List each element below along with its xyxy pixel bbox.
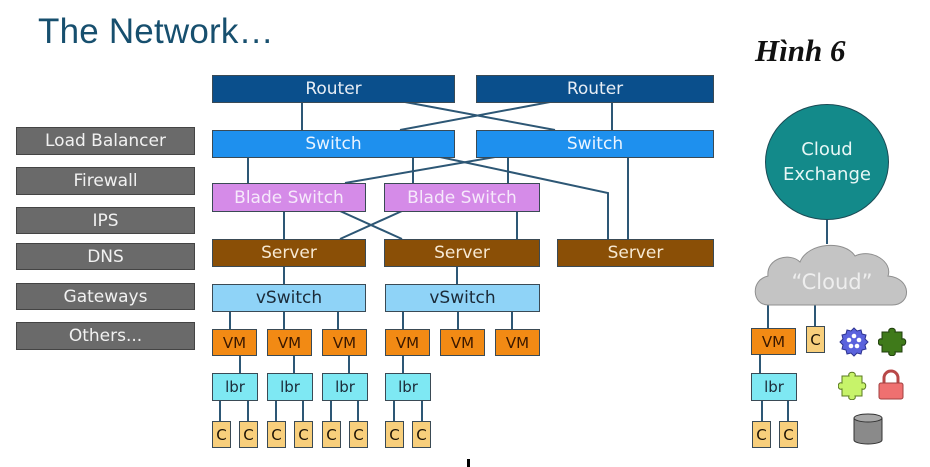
container: C bbox=[385, 421, 404, 448]
service-ips: IPS bbox=[16, 207, 195, 234]
vm: VM bbox=[440, 329, 485, 356]
router-1: Router bbox=[212, 75, 455, 103]
text-cursor-mark bbox=[467, 459, 470, 467]
link bbox=[439, 156, 609, 239]
server-2: Server bbox=[384, 239, 540, 267]
service-dns: DNS bbox=[16, 243, 195, 270]
cloud-lbr: lbr bbox=[751, 373, 797, 401]
vm: VM bbox=[385, 329, 430, 356]
service-firewall: Firewall bbox=[16, 167, 195, 195]
padlock-icon bbox=[878, 369, 904, 400]
cloud-container: C bbox=[806, 326, 825, 353]
service-others: Others... bbox=[16, 322, 195, 350]
link bbox=[399, 101, 551, 131]
switch-1: Switch bbox=[212, 130, 455, 158]
cloud-label: “Cloud” bbox=[791, 270, 873, 294]
vm: VM bbox=[212, 329, 257, 356]
container: C bbox=[294, 421, 313, 448]
cloud-container: C bbox=[779, 421, 798, 448]
service-gateways: Gateways bbox=[16, 283, 195, 310]
service-load-balancer: Load Balancer bbox=[16, 127, 195, 155]
database-cylinder-icon bbox=[853, 413, 883, 445]
container: C bbox=[322, 421, 341, 448]
vswitch-1: vSwitch bbox=[212, 284, 366, 312]
container: C bbox=[267, 421, 286, 448]
vm: VM bbox=[322, 329, 367, 356]
container: C bbox=[349, 421, 368, 448]
lbr: lbr bbox=[322, 373, 368, 401]
lbr: lbr bbox=[267, 373, 313, 401]
cloud-container: C bbox=[752, 421, 771, 448]
cloud-shape bbox=[754, 244, 907, 306]
switch-2: Switch bbox=[476, 130, 714, 158]
gear-icon bbox=[839, 327, 869, 357]
vswitch-2: vSwitch bbox=[385, 284, 540, 312]
slide-title: The Network… bbox=[38, 12, 274, 51]
cloud-exchange-line2: Exchange bbox=[783, 164, 871, 185]
blade-switch-1: Blade Switch bbox=[212, 183, 366, 212]
container: C bbox=[239, 421, 258, 448]
container: C bbox=[212, 421, 231, 448]
blade-switch-2: Blade Switch bbox=[384, 183, 540, 212]
container: C bbox=[412, 421, 431, 448]
cloud-exchange-line1: Cloud bbox=[801, 139, 853, 160]
lbr: lbr bbox=[385, 373, 431, 401]
cloud-exchange: Cloud Exchange bbox=[765, 104, 889, 220]
puzzle-piece-dark-icon bbox=[878, 327, 907, 356]
server-3: Server bbox=[557, 239, 714, 267]
vm: VM bbox=[267, 329, 312, 356]
vm: VM bbox=[495, 329, 540, 356]
figure-label: Hình 6 bbox=[755, 33, 846, 68]
server-1: Server bbox=[212, 239, 366, 267]
cloud-vm: VM bbox=[751, 328, 796, 355]
router-2: Router bbox=[476, 75, 714, 103]
link bbox=[339, 210, 403, 240]
lbr: lbr bbox=[212, 373, 258, 401]
puzzle-piece-light-icon bbox=[838, 371, 867, 400]
link bbox=[344, 156, 496, 184]
